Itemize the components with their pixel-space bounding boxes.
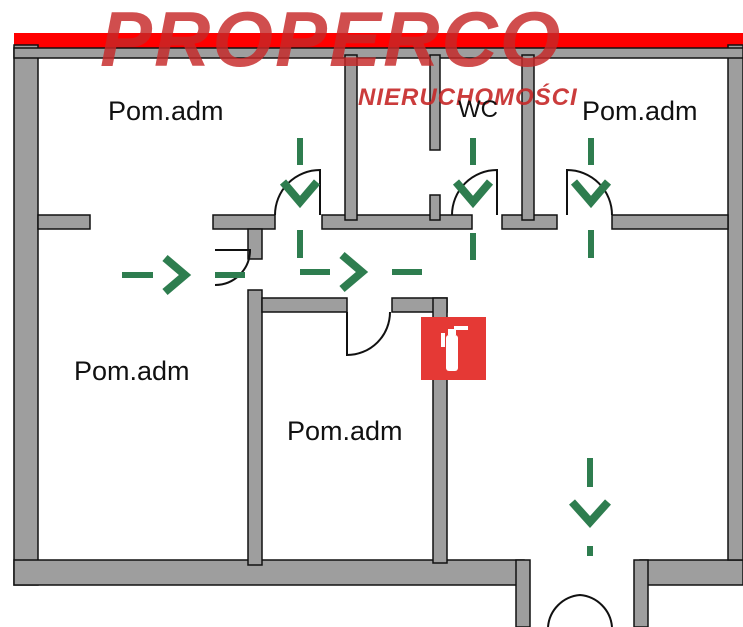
wall-v-wc-left xyxy=(344,54,358,221)
evacuation-arrow-icon xyxy=(570,179,612,209)
door-swing-icon xyxy=(547,593,613,627)
watermark-brand: PROPERCO xyxy=(100,0,563,83)
wall-h1-a xyxy=(37,214,91,230)
outer-wall-bottom-right xyxy=(639,559,743,586)
wall-v-corr-left xyxy=(247,228,263,260)
evacuation-arrow-icon xyxy=(569,499,611,528)
room-label-top-left: Pom.adm xyxy=(108,96,224,126)
evacuation-arrow-icon xyxy=(452,179,494,209)
door-swing-icon xyxy=(214,249,252,286)
wall-v-corr-left-b xyxy=(247,289,263,566)
wall-v-wc-right xyxy=(521,54,535,221)
door-swing-icon xyxy=(274,168,321,216)
evacuation-arrow-icon xyxy=(162,254,192,296)
door-swing-icon xyxy=(451,168,498,216)
watermark-subtitle: NIERUCHOMOŚCI xyxy=(358,84,578,111)
room-label-top-right: Pom.adm xyxy=(582,96,698,126)
wall-v-wc-mid-top xyxy=(429,54,441,151)
room-label-wc: WC xyxy=(458,96,498,123)
walls xyxy=(13,44,743,627)
door-swings xyxy=(214,168,613,627)
top-red-band xyxy=(14,33,743,51)
wall-h1-e xyxy=(611,214,729,230)
door-swing-icon xyxy=(566,168,613,216)
evacuation-arrows xyxy=(122,138,612,556)
outer-wall-right xyxy=(727,44,743,561)
fire-extinguisher-icon xyxy=(441,326,468,371)
wall-v-wc-mid-bot xyxy=(429,194,441,221)
room-label-middle-left: Pom.adm xyxy=(74,356,190,386)
outer-wall-left xyxy=(13,44,39,586)
top-wall xyxy=(13,47,743,59)
evacuation-arrow-icon xyxy=(279,179,321,209)
door-swing-icon xyxy=(346,311,391,357)
wall-h2-a xyxy=(261,297,348,313)
outer-wall-bottom-left xyxy=(13,559,525,586)
entrance-post-right xyxy=(633,559,649,627)
fire-extinguisher-sign xyxy=(421,317,486,380)
entrance-post-left xyxy=(515,559,531,627)
wall-h1-b xyxy=(212,214,276,230)
room-label-middle-center: Pom.adm xyxy=(287,416,403,446)
evacuation-arrow-icon xyxy=(339,251,369,293)
